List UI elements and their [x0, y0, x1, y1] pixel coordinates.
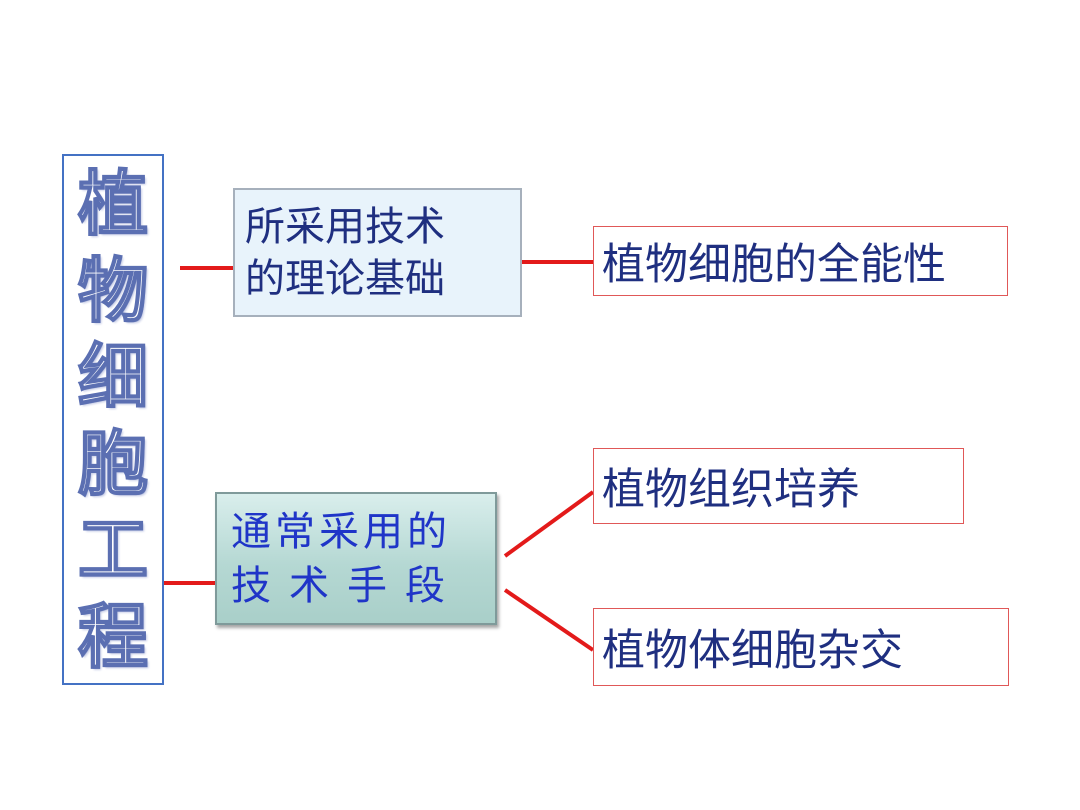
- title-char: 程: [77, 595, 149, 678]
- leaf-cell-totipotency: 植物细胞的全能性: [593, 226, 1008, 296]
- title-char: 胞: [77, 422, 149, 505]
- title-char: 植: [77, 163, 149, 245]
- title-box-plant-cell-engineering: 植 物 细 胞 工 程: [62, 154, 164, 685]
- node-theoretical-basis: 所采用技术 的理论基础: [233, 188, 522, 317]
- title-char: 工: [77, 509, 149, 592]
- title-char: 细: [77, 336, 149, 419]
- title-char: 物: [77, 249, 149, 332]
- node-theory-line-1: 所采用技术: [245, 203, 445, 250]
- leaf-tissue-culture: 植物组织培养: [593, 448, 964, 524]
- node-methods-line-2: 技术手段: [231, 562, 463, 609]
- connector-methods-to-tissue-culture: [503, 490, 595, 558]
- node-common-techniques: 通常采用的 技术手段: [215, 492, 497, 625]
- connector-methods-to-somatic-hybridization: [503, 588, 595, 652]
- node-methods-line-1: 通常采用的: [231, 508, 451, 555]
- leaf-somatic-hybridization: 植物体细胞杂交: [593, 608, 1009, 686]
- node-theory-line-2: 的理论基础: [245, 255, 445, 302]
